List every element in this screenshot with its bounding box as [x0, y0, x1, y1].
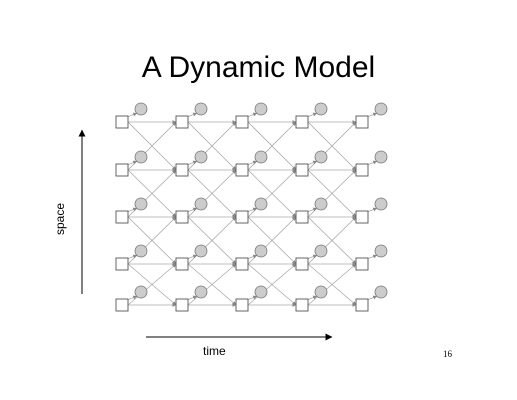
observation-node: [374, 197, 388, 211]
observation-node: [134, 244, 148, 258]
state-node: [175, 163, 189, 177]
observation-node: [194, 244, 208, 258]
observation-node: [194, 150, 208, 164]
emission-edge: [126, 254, 138, 260]
emission-edge: [186, 160, 198, 166]
observation-node: [374, 150, 388, 164]
emission-edge: [366, 207, 378, 213]
emission-edge: [126, 295, 138, 301]
state-node: [115, 210, 129, 224]
emission-edge: [366, 160, 378, 166]
state-node: [175, 115, 189, 129]
state-node: [355, 298, 369, 312]
observation-node: [254, 285, 268, 299]
observation-node: [134, 197, 148, 211]
slide-title: A Dynamic Model: [141, 51, 376, 84]
page-number: 16: [443, 349, 452, 359]
state-node: [355, 210, 369, 224]
time-axis-label: time: [203, 344, 226, 358]
state-node: [175, 298, 189, 312]
observation-node: [374, 244, 388, 258]
observation-node: [194, 197, 208, 211]
observation-node: [194, 285, 208, 299]
state-node: [175, 257, 189, 271]
emission-edge: [186, 112, 198, 118]
observation-node: [254, 102, 268, 116]
emission-edge: [246, 112, 258, 118]
emission-edge: [306, 295, 318, 301]
emission-edge: [186, 207, 198, 213]
emission-edge: [366, 112, 378, 118]
state-node: [295, 257, 309, 271]
state-node: [355, 257, 369, 271]
state-node: [295, 210, 309, 224]
state-node: [295, 298, 309, 312]
state-node: [115, 163, 129, 177]
observation-node: [194, 102, 208, 116]
emission-edge: [246, 160, 258, 166]
observation-node: [374, 285, 388, 299]
observation-node: [314, 197, 328, 211]
observation-node: [254, 150, 268, 164]
state-node: [235, 298, 249, 312]
emission-edge: [246, 207, 258, 213]
observation-node: [254, 197, 268, 211]
state-node: [295, 115, 309, 129]
state-node: [115, 115, 129, 129]
emission-edge: [246, 295, 258, 301]
space-axis-label: space: [53, 202, 68, 236]
emission-edge: [126, 112, 138, 118]
emission-edge: [306, 254, 318, 260]
emission-edge: [306, 207, 318, 213]
observation-node: [134, 285, 148, 299]
observation-node: [314, 150, 328, 164]
emission-edges: [126, 112, 378, 301]
emission-edge: [366, 295, 378, 301]
observation-node: [374, 102, 388, 116]
state-node: [295, 163, 309, 177]
state-node: [115, 298, 129, 312]
emission-edge: [186, 254, 198, 260]
emission-edge: [126, 207, 138, 213]
observation-nodes: [134, 102, 388, 299]
state-node: [115, 257, 129, 271]
observation-node: [314, 244, 328, 258]
transition-edges: [127, 120, 357, 307]
emission-edge: [306, 160, 318, 166]
emission-edge: [186, 295, 198, 301]
observation-node: [134, 102, 148, 116]
state-node: [175, 210, 189, 224]
emission-edge: [126, 160, 138, 166]
state-nodes: [115, 115, 369, 312]
emission-edge: [366, 254, 378, 260]
state-node: [355, 115, 369, 129]
observation-node: [314, 285, 328, 299]
state-node: [235, 163, 249, 177]
state-node: [355, 163, 369, 177]
state-node: [235, 115, 249, 129]
observation-node: [254, 244, 268, 258]
state-node: [235, 257, 249, 271]
emission-edge: [306, 112, 318, 118]
observation-node: [134, 150, 148, 164]
observation-node: [314, 102, 328, 116]
emission-edge: [246, 254, 258, 260]
state-node: [235, 210, 249, 224]
